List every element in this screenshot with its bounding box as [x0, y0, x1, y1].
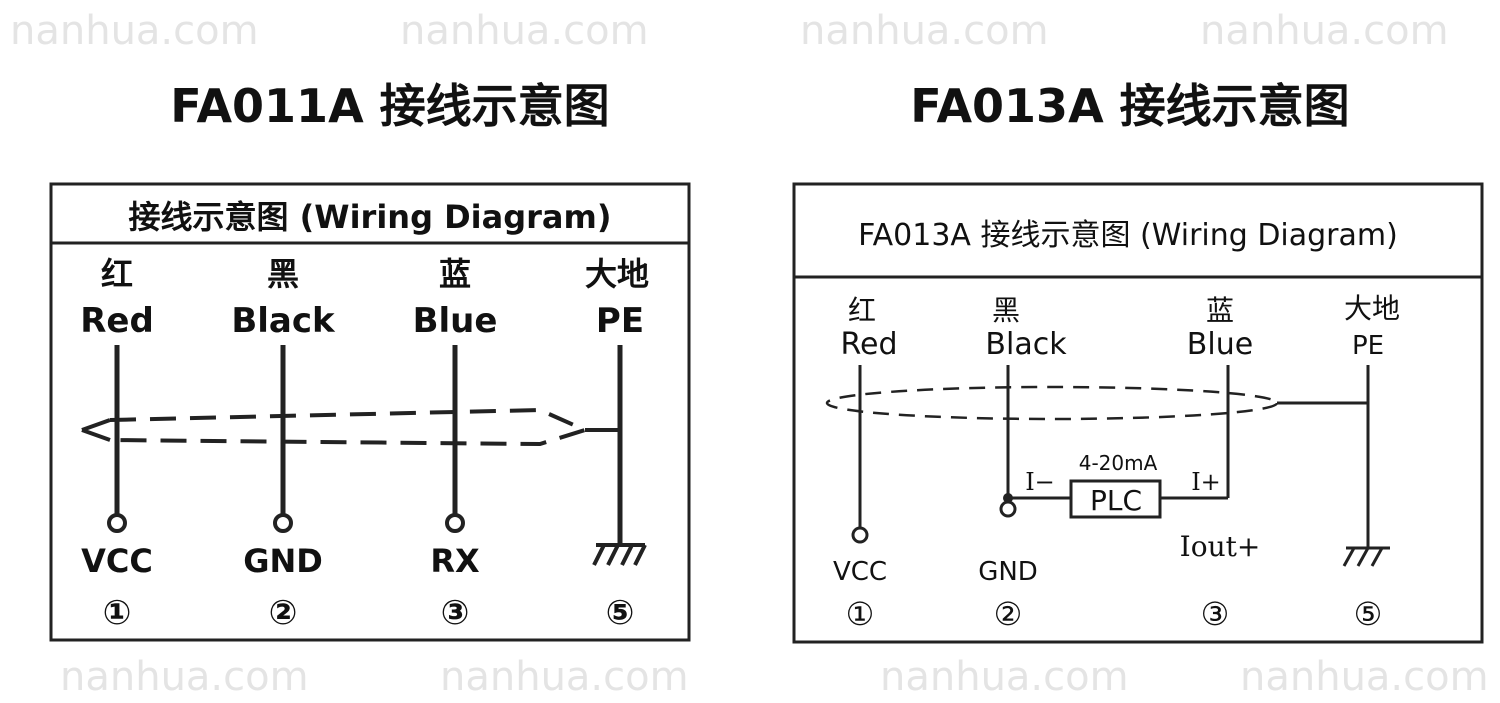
wire-color-en: PE — [1352, 331, 1384, 361]
wire-color-cn: 蓝 — [439, 255, 471, 293]
left-heading: FA011A 接线示意图 — [170, 79, 609, 133]
watermark: nanhua.com — [400, 8, 649, 54]
wire-color-en: Red — [80, 301, 154, 341]
wire-color-cn: 红 — [848, 294, 876, 327]
iout-label: Iout+ — [1180, 530, 1261, 563]
signal-label: RX — [430, 542, 480, 580]
plc-label: PLC — [1090, 484, 1142, 517]
wire-color-en: Black — [985, 327, 1067, 362]
wire-color-en: Red — [841, 327, 898, 362]
pin-number: ① — [103, 593, 132, 633]
pin-number: ③ — [1201, 595, 1230, 633]
right-box-title: FA013A 接线示意图 (Wiring Diagram) — [858, 218, 1398, 253]
pin-number: ③ — [441, 593, 470, 633]
pin-number: ⑤ — [1354, 595, 1383, 633]
right-heading: FA013A 接线示意图 — [910, 79, 1349, 133]
i-plus-label: I+ — [1191, 468, 1221, 496]
wire-color-cn: 大地 — [1344, 292, 1400, 325]
pin-number: ② — [269, 593, 298, 633]
wire-color-en: Black — [231, 301, 336, 341]
pin-number: ② — [994, 595, 1023, 633]
wire-color-cn: 红 — [101, 255, 133, 293]
ground-icon — [1342, 546, 1390, 567]
watermark: nanhua.com — [880, 654, 1129, 700]
watermarks: nanhua.com nanhua.com nanhua.com nanhua.… — [10, 8, 1489, 700]
wire-color-cn: 大地 — [585, 255, 649, 293]
watermark: nanhua.com — [800, 8, 1049, 54]
pin-number: ① — [846, 595, 875, 633]
fa013a-diagram — [792, 182, 1484, 644]
wire-color-en: Blue — [413, 301, 498, 341]
watermark: nanhua.com — [60, 654, 309, 700]
pin-number: ⑤ — [606, 593, 635, 633]
i-minus-label: I− — [1025, 468, 1055, 496]
plc-box — [1069, 479, 1162, 519]
wire-color-en: PE — [596, 301, 644, 341]
signal-label: GND — [243, 542, 323, 580]
right-columns: 红 黑 蓝 大地 Red Black Blue PE VCC GND ① ② ③… — [833, 292, 1400, 633]
watermark: nanhua.com — [1200, 8, 1449, 54]
wire-color-cn: 黑 — [992, 294, 1020, 327]
signal-label: VCC — [81, 542, 153, 580]
current-range-label: 4-20mA — [1079, 451, 1158, 475]
watermark: nanhua.com — [1240, 654, 1489, 700]
watermark: nanhua.com — [440, 654, 689, 700]
wire-color-cn: 蓝 — [1206, 294, 1234, 327]
left-columns: 红 黑 蓝 大地 Red Black Blue PE VCC GND RX ① … — [80, 255, 649, 633]
wire-color-cn: 黑 — [267, 255, 299, 293]
watermark: nanhua.com — [10, 8, 259, 54]
wire-color-en: Blue — [1187, 327, 1253, 362]
signal-label: VCC — [833, 557, 887, 587]
left-box-title: 接线示意图 (Wiring Diagram) — [129, 198, 612, 236]
fa011a-diagram — [49, 182, 691, 642]
signal-label: GND — [978, 557, 1038, 587]
ground-icon — [592, 543, 647, 566]
